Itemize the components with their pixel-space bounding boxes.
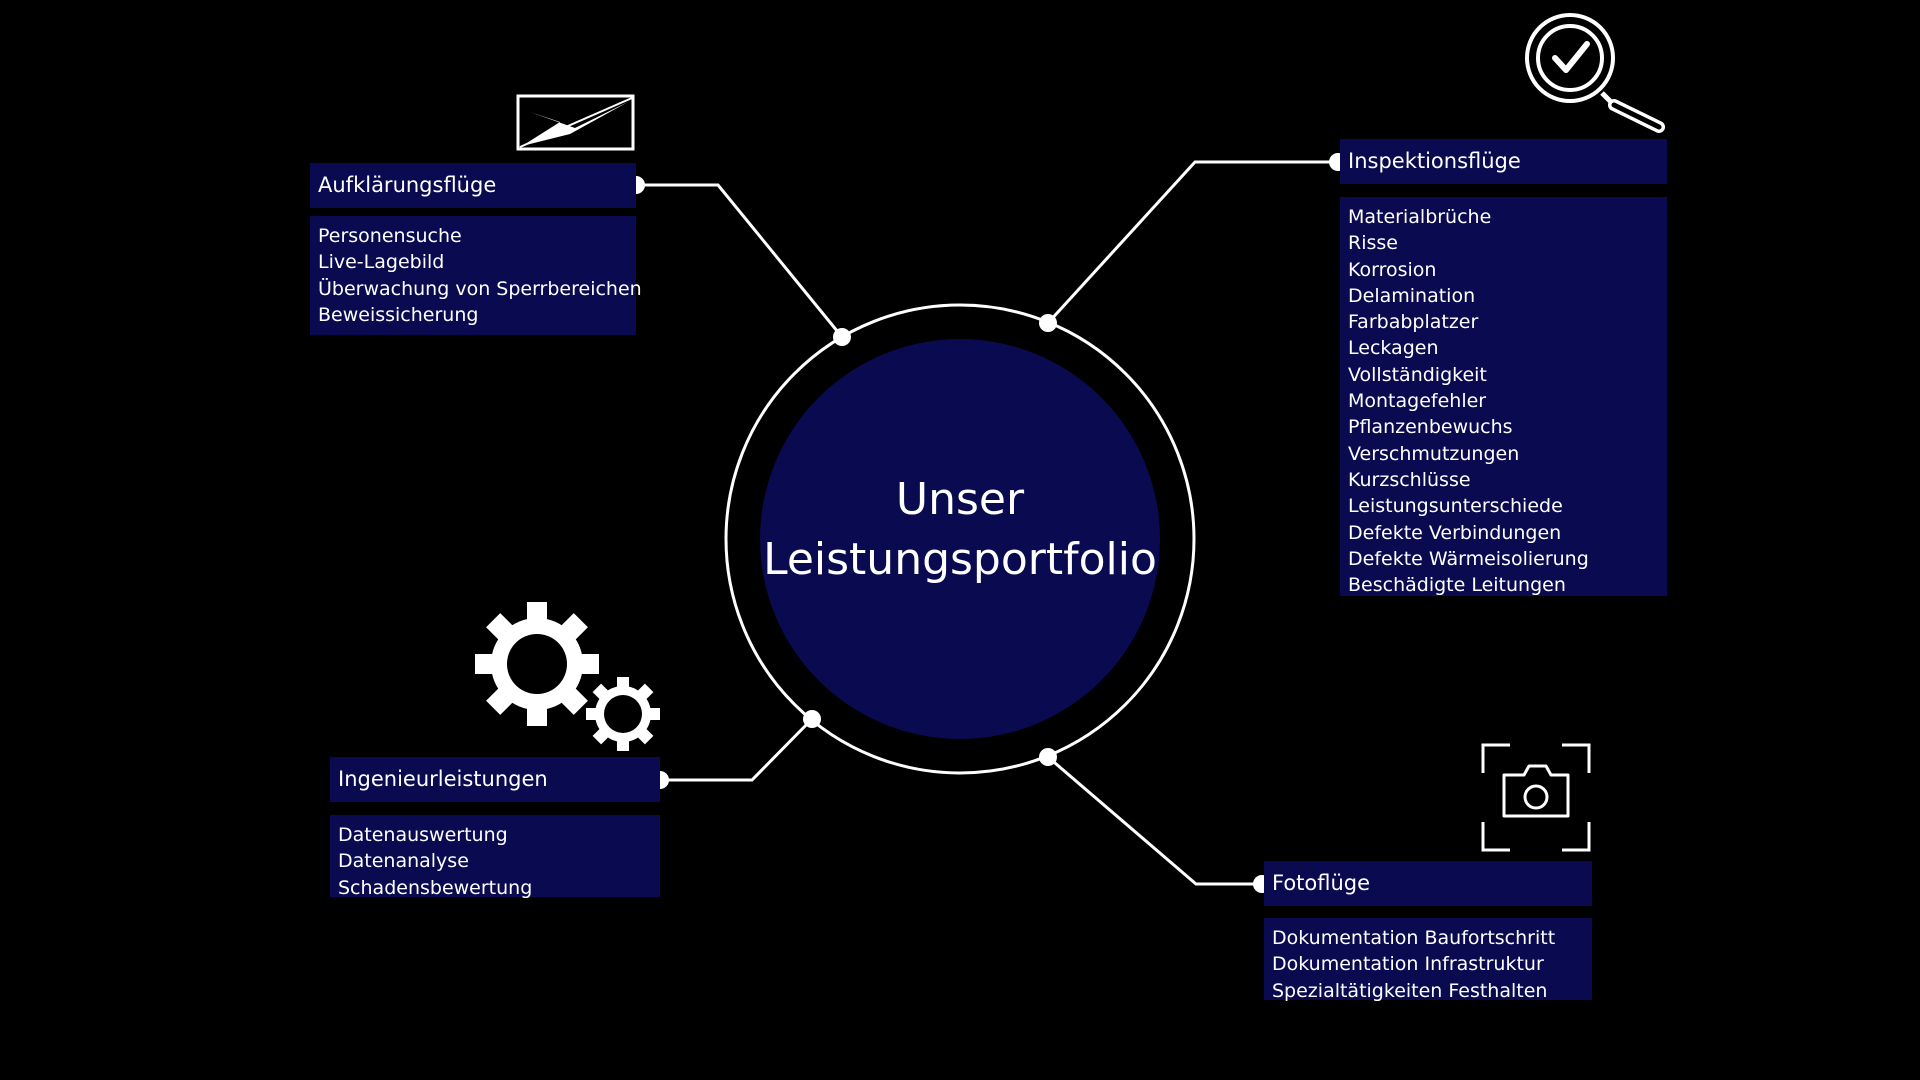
list-item: Risse [1348, 232, 1398, 255]
connector-dot [833, 328, 851, 346]
center-outer-ring [724, 303, 1196, 775]
inspektion-heading: Inspektionsflüge [1340, 139, 1667, 184]
list-item: Montagefehler [1348, 390, 1487, 413]
inspektion-title: Inspektionsflüge [1348, 149, 1521, 173]
list-item: Defekte Wärmeisolierung [1348, 547, 1589, 570]
list-item: Farbabplatzer [1348, 311, 1479, 334]
connector-foto [1047, 755, 1262, 886]
camera-icon [1481, 743, 1591, 852]
list-item: Schadensbewertung [338, 876, 533, 899]
center-title: Unser Leistungsportfolio [755, 470, 1165, 590]
connector-ingenieur [660, 717, 814, 782]
foto-list: Dokumentation Baufortschritt Dokumentati… [1264, 918, 1592, 1002]
center-title-line2: Leistungsportfolio [763, 534, 1157, 585]
aufklaerung-heading: Aufklärungsflüge [310, 163, 636, 208]
list-item: Korrosion [1348, 258, 1437, 281]
aufklaerung-title: Aufklärungsflüge [318, 173, 497, 197]
list-item: Datenanalyse [338, 850, 469, 873]
center-disc [760, 339, 1160, 739]
connector-aufklaerung [636, 183, 844, 338]
list-item: Materialbrüche [1348, 206, 1492, 228]
list-item: Beschädigte Leitungen [1348, 574, 1566, 597]
foto-title: Fotoflüge [1272, 871, 1371, 895]
connector-dot [803, 710, 821, 728]
foto-heading: Fotoflüge [1264, 861, 1592, 906]
ingenieur-title: Ingenieurleistungen [338, 767, 548, 791]
gears-icon [475, 602, 660, 751]
connector-inspektion [1046, 160, 1338, 325]
list-item: Leistungsunterschiede [1348, 495, 1563, 518]
list-item: Dokumentation Infrastruktur [1272, 953, 1544, 976]
list-item: Kurzschlüsse [1348, 468, 1471, 491]
list-item: Überwachung von Sperrbereichen [318, 277, 642, 300]
list-item: Delamination [1348, 284, 1476, 307]
list-item: Beweissicherung [318, 303, 479, 326]
list-item: Leckagen [1348, 337, 1439, 360]
list-item: Datenauswertung [338, 824, 508, 846]
list-item: Pflanzenbewuchs [1348, 416, 1513, 439]
list-item: Dokumentation Baufortschritt [1272, 927, 1556, 949]
connector-dot [1039, 314, 1057, 332]
aufklaerung-list: Personensuche Live-Lagebild Überwachung … [310, 216, 642, 335]
ingenieur-list: Datenauswertung Datenanalyse Schadensbew… [330, 815, 660, 899]
list-item: Defekte Verbindungen [1348, 521, 1562, 544]
ingenieur-heading: Ingenieurleistungen [330, 757, 660, 802]
center-title-line1: Unser [895, 474, 1025, 525]
inspektion-list: Materialbrüche Risse Korrosion Delaminat… [1340, 197, 1667, 596]
list-item: Live-Lagebild [318, 251, 445, 274]
list-item: Vollständigkeit [1348, 363, 1487, 386]
magnifier-check-icon [1525, 13, 1665, 133]
envelope-icon [516, 94, 635, 151]
connector-dot [1039, 748, 1057, 766]
list-item: Spezialtätigkeiten Festhalten [1272, 979, 1548, 1002]
list-item: Verschmutzungen [1348, 442, 1520, 465]
list-item: Personensuche [318, 225, 462, 247]
